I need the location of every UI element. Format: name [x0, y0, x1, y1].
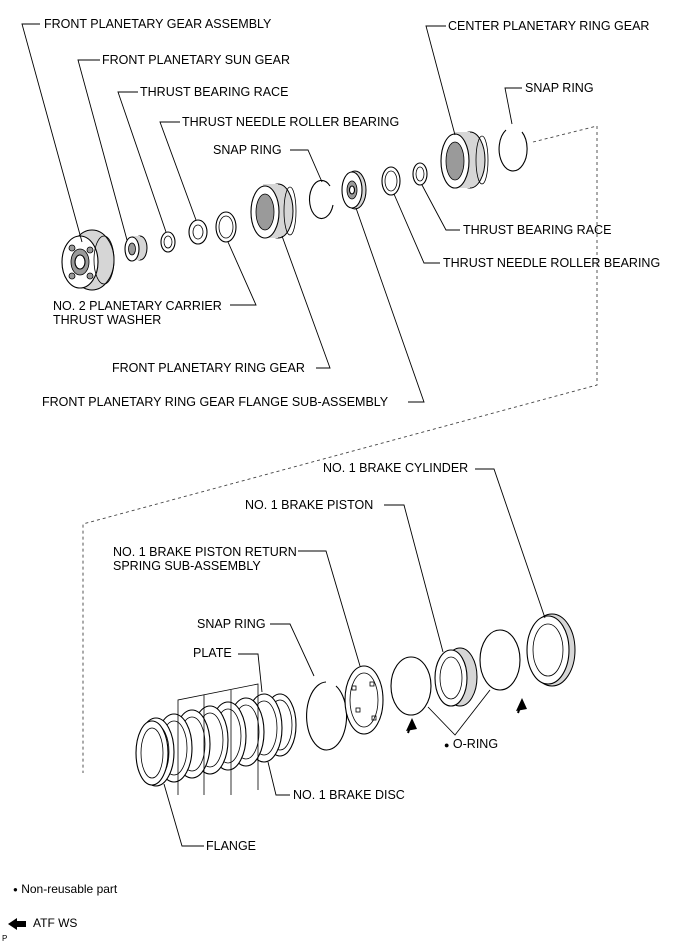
label-return-spring-line1: NO. 1 BRAKE PISTON RETURN	[113, 545, 297, 559]
atf-arrows	[406, 698, 527, 734]
label-center-planetary-ring-gear: CENTER PLANETARY RING GEAR	[448, 19, 650, 33]
thrust-needle-roller-bearing-part-1	[188, 219, 208, 245]
label-thrust-bearing-race-2: THRUST BEARING RACE	[463, 223, 612, 237]
clutch-pack-part	[135, 693, 297, 787]
dashed-alignment-lines	[82, 125, 598, 773]
legend-atf-text: ATF WS	[33, 916, 78, 930]
label-front-planetary-ring-gear-flange: FRONT PLANETARY RING GEAR FLANGE SUB-ASS…	[42, 395, 389, 409]
label-plate: PLATE	[193, 646, 232, 660]
no2-planetary-carrier-thrust-washer-part	[215, 211, 237, 243]
front-planetary-gear-assembly-part	[61, 229, 115, 291]
o-ring-part-1	[390, 656, 432, 716]
label-thrust-needle-roller-bearing-2: THRUST NEEDLE ROLLER BEARING	[443, 256, 661, 270]
snap-ring-part-3	[306, 681, 348, 751]
snap-ring-part-2	[498, 129, 528, 172]
front-planetary-ring-gear-flange-part	[341, 170, 367, 210]
front-planetary-ring-gear-part	[250, 183, 297, 239]
non-reusable-mark: ●	[444, 740, 450, 750]
label-o-ring: ● O-RING	[444, 737, 498, 753]
legend-non-reusable-text: Non-reusable part	[21, 882, 118, 896]
label-snap-ring-1: SNAP RING	[213, 143, 282, 157]
lower-leader-lines	[163, 468, 546, 847]
no1-brake-cylinder-part	[526, 613, 576, 687]
label-thrust-needle-roller-bearing-1: THRUST NEEDLE ROLLER BEARING	[182, 115, 400, 129]
thrust-bearing-race-part-2	[412, 162, 428, 186]
label-no1-brake-piston: NO. 1 BRAKE PISTON	[245, 498, 374, 512]
upper-leader-lines	[21, 23, 522, 403]
label-front-planetary-gear-assembly: FRONT PLANETARY GEAR ASSEMBLY	[44, 17, 272, 31]
non-reusable-dot-icon: ●	[13, 885, 18, 894]
figure-code: P	[2, 934, 8, 943]
atf-legend-arrow-icon	[8, 918, 26, 930]
label-no1-brake-disc: NO. 1 BRAKE DISC	[293, 788, 405, 802]
label-snap-ring-3: SNAP RING	[197, 617, 266, 631]
thrust-needle-roller-bearing-part-2	[381, 166, 401, 196]
label-snap-ring-2: SNAP RING	[525, 81, 594, 95]
o-ring-part-2	[479, 629, 521, 691]
plate-bracket	[177, 683, 259, 795]
label-front-planetary-ring-gear: FRONT PLANETARY RING GEAR	[112, 361, 305, 375]
label-thrust-bearing-race-1: THRUST BEARING RACE	[140, 85, 289, 99]
snap-ring-part-1	[308, 179, 334, 219]
front-planetary-sun-gear-part	[124, 235, 148, 262]
label-flange: FLANGE	[206, 839, 257, 853]
label-no2-planetary-carrier-line1: NO. 2 PLANETARY CARRIER	[53, 299, 222, 313]
label-return-spring-line2: SPRING SUB-ASSEMBLY	[113, 559, 261, 573]
label-no2-planetary-carrier-line2: THRUST WASHER	[53, 313, 162, 327]
label-no1-brake-cylinder: NO. 1 BRAKE CYLINDER	[323, 461, 469, 475]
legend-non-reusable: ● Non-reusable part	[13, 882, 117, 897]
return-spring-part	[344, 665, 384, 735]
thrust-bearing-race-part-1	[160, 231, 176, 253]
no1-brake-piston-part	[434, 647, 478, 707]
center-planetary-ring-gear-part	[440, 131, 489, 189]
label-front-planetary-sun-gear: FRONT PLANETARY SUN GEAR	[102, 53, 291, 67]
label-o-ring-text: O-RING	[452, 737, 499, 751]
